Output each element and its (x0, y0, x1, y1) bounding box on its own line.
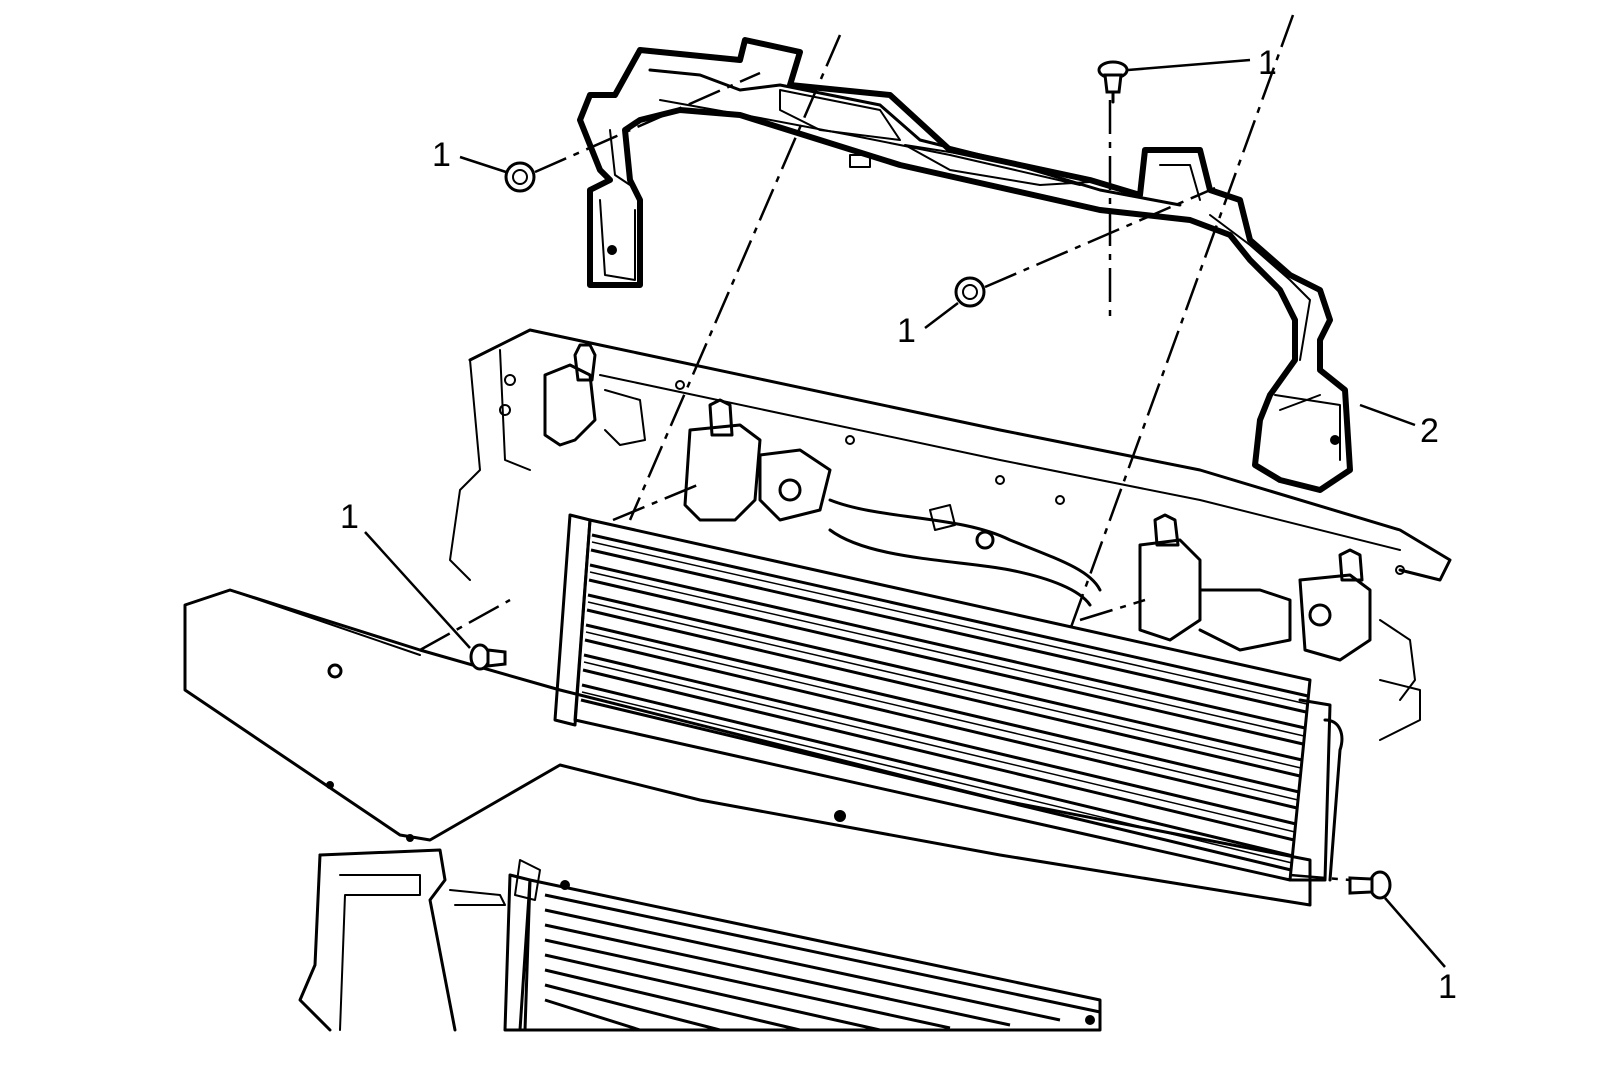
fastener-left-upper (504, 161, 536, 193)
callout-label: 1 (897, 312, 916, 350)
fastener-right-lower (1348, 870, 1392, 900)
fasteners (469, 60, 1392, 900)
lower-deflector (298, 848, 506, 1032)
bumper-impact-bar (183, 588, 1312, 907)
leader-lines (364, 58, 1446, 968)
upper-air-baffle (577, 37, 1353, 493)
radiator-support (449, 328, 1452, 741)
callout-label: 2 (1420, 412, 1439, 450)
callouts: 1 1 1 1 1 2 (340, 44, 1457, 1006)
alignment-lines (419, 14, 1351, 882)
callout-label: 1 (432, 136, 451, 174)
callout-label: 1 (1258, 44, 1277, 82)
callout-label: 1 (340, 498, 359, 536)
callout-label: 1 (1438, 968, 1457, 1006)
front-cooler (553, 513, 1344, 882)
lower-radiator (503, 859, 1102, 1032)
fastener-left-lower (469, 643, 507, 671)
fastener-center (954, 276, 986, 308)
fastener-push-pin-top (1097, 60, 1129, 104)
